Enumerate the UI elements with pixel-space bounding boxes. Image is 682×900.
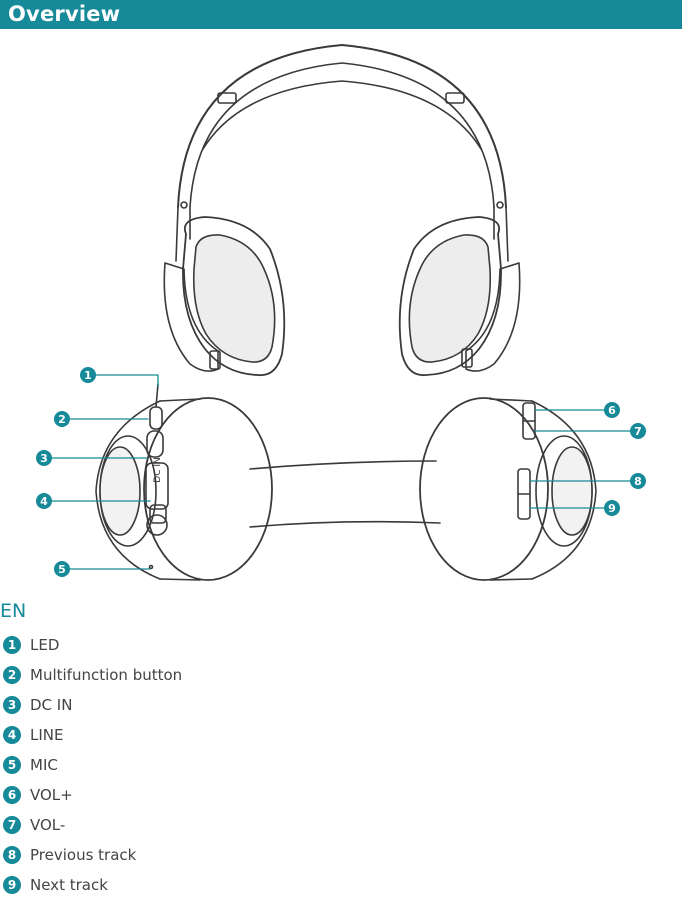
legend-number-badge: 3 [3, 696, 21, 714]
callout-marker-3: 3 [36, 450, 52, 466]
legend-label: VOL- [30, 816, 66, 834]
svg-text:1: 1 [84, 369, 92, 382]
legend-item: 3 DC IN [3, 690, 182, 720]
callout-marker-9: 9 [604, 500, 620, 516]
legend-label: MIC [30, 756, 58, 774]
headphones-front-view [163, 44, 521, 377]
svg-text:9: 9 [608, 502, 616, 515]
callout-marker-5: 5 [54, 561, 70, 577]
callout-marker-4: 4 [36, 493, 52, 509]
callout-marker-1: 1 [80, 367, 96, 383]
legend-item: 2 Multifunction button [3, 660, 182, 690]
legend-number-badge: 8 [3, 846, 21, 864]
svg-text:7: 7 [634, 425, 642, 438]
legend-item: 4 LINE [3, 720, 182, 750]
svg-text:6: 6 [608, 404, 616, 417]
legend-label: LINE [30, 726, 64, 744]
section-header-bar: Overview [0, 0, 682, 29]
callout-leader-lines [51, 374, 631, 570]
legend-number-badge: 4 [3, 726, 21, 744]
section-title: Overview [8, 2, 121, 26]
legend-label: VOL+ [30, 786, 73, 804]
legend-label: Multifunction button [30, 666, 183, 684]
headphones-side-view [95, 383, 597, 581]
callout-marker-8: 8 [630, 473, 646, 489]
legend-label: Previous track [30, 846, 137, 864]
legend-item: 1 LED [3, 630, 182, 660]
callout-marker-2: 2 [54, 411, 70, 427]
svg-text:5: 5 [58, 563, 66, 576]
legend-number-badge: 7 [3, 816, 21, 834]
svg-text:4: 4 [40, 495, 48, 508]
legend-item: 8 Previous track [3, 840, 182, 870]
legend-number-badge: 6 [3, 786, 21, 804]
dc-in-port-label: DC IN [153, 457, 163, 482]
legend-number-badge: 9 [3, 876, 21, 894]
legend-number-badge: 2 [3, 666, 21, 684]
legend-item: 5 MIC [3, 750, 182, 780]
legend-item: 9 Next track [3, 870, 182, 900]
legend-label: Next track [30, 876, 108, 894]
callout-markers: 1 2 3 4 5 6 7 8 9 [36, 367, 646, 577]
headphones-overview-diagram: DC IN 1 2 3 4 5 6 7 8 9 [36, 44, 646, 581]
svg-text:2: 2 [58, 413, 66, 426]
svg-text:3: 3 [40, 452, 48, 465]
svg-text:8: 8 [634, 475, 642, 488]
legend-label: DC IN [30, 696, 73, 714]
legend-item: 6 VOL+ [3, 780, 182, 810]
legend-number-badge: 5 [3, 756, 21, 774]
legend-item: 7 VOL- [3, 810, 182, 840]
legend-label: LED [30, 636, 60, 654]
language-heading: EN [0, 600, 27, 622]
callout-marker-6: 6 [604, 402, 620, 418]
legend-number-badge: 1 [3, 636, 21, 654]
callout-marker-7: 7 [630, 423, 646, 439]
